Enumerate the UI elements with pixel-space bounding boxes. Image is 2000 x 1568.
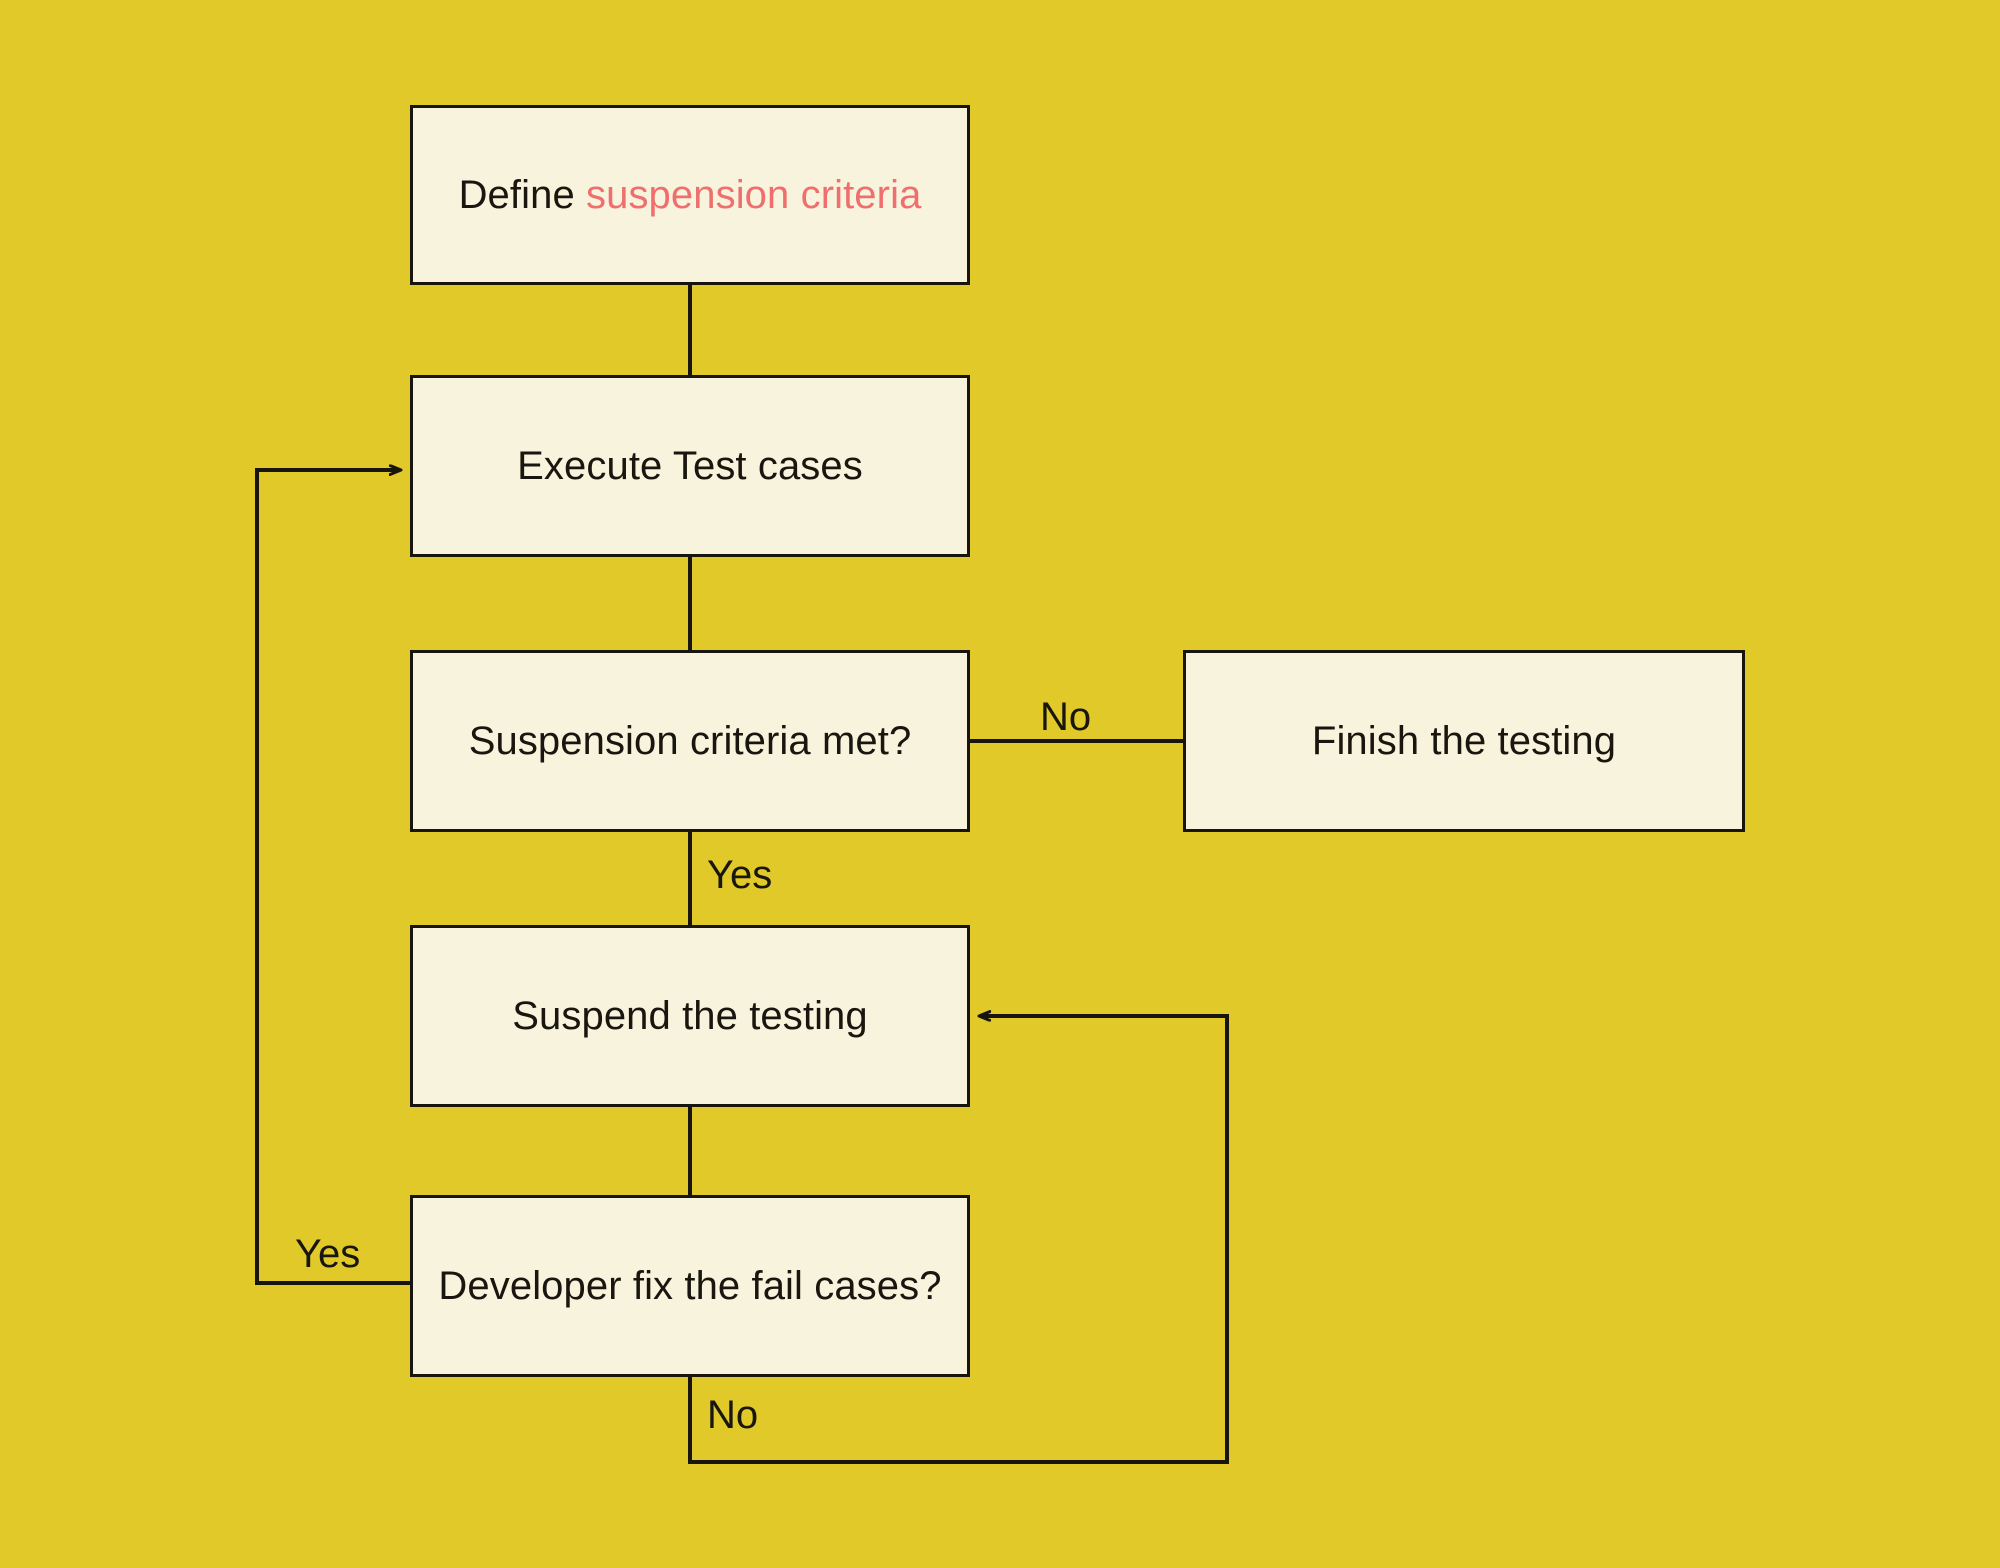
node-define-suspension-criteria[interactable]: Define suspension criteria xyxy=(410,105,970,285)
edge-label-criteria-no: No xyxy=(1040,695,1092,739)
node-suspension-criteria-met-label: Suspension criteria met? xyxy=(468,718,912,763)
node-define-suspension-criteria-label: Define suspension criteria xyxy=(459,171,922,220)
node-define-prefix: Define xyxy=(458,172,587,217)
node-define-accent: suspension criteria xyxy=(586,172,922,217)
edge-label-developer-no: No xyxy=(707,1393,759,1437)
edge-label-developer-yes: Yes xyxy=(295,1232,361,1276)
node-developer-fix-fail-cases-label: Developer fix the fail cases? xyxy=(438,1263,942,1308)
node-developer-fix-fail-cases[interactable]: Developer fix the fail cases? xyxy=(410,1195,970,1377)
node-execute-test-cases[interactable]: Execute Test cases xyxy=(410,375,970,557)
node-suspend-the-testing-label: Suspend the testing xyxy=(512,993,868,1038)
node-suspend-the-testing[interactable]: Suspend the testing xyxy=(410,925,970,1107)
edge-developer-yes-to-execute xyxy=(255,470,410,1285)
node-finish-the-testing[interactable]: Finish the testing xyxy=(1183,650,1745,832)
node-finish-the-testing-label: Finish the testing xyxy=(1311,718,1617,763)
edge-label-criteria-yes: Yes xyxy=(707,853,773,897)
node-execute-test-cases-label: Execute Test cases xyxy=(517,443,863,488)
node-suspension-criteria-met[interactable]: Suspension criteria met? xyxy=(410,650,970,832)
